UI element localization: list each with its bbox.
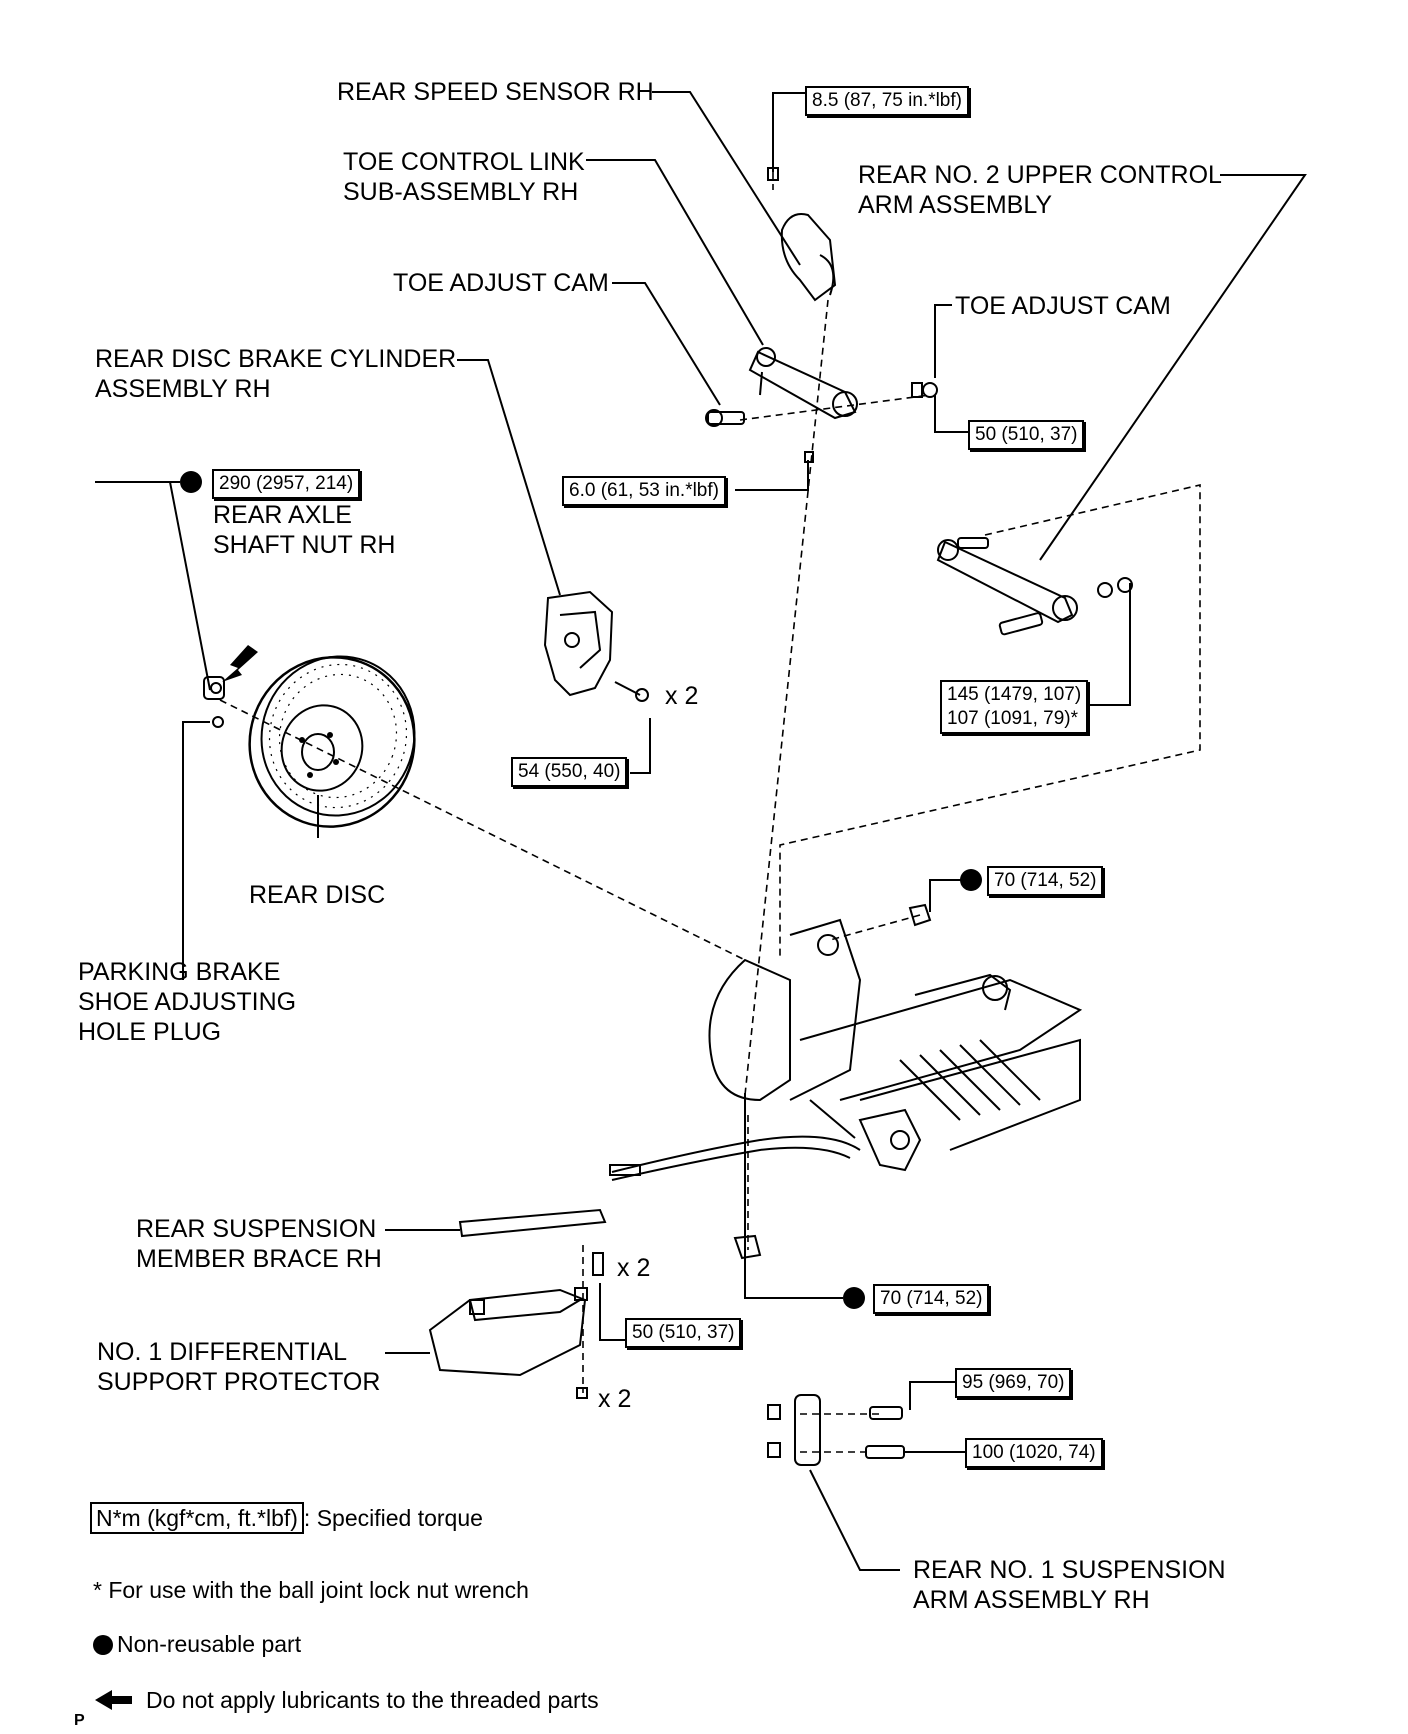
axle-nut-art — [203, 676, 225, 700]
qty-caliper-bolts: x 2 — [665, 682, 699, 710]
knuckle-nut-upper-art — [908, 903, 932, 927]
label-upper-control-arm: REAR NO. 2 UPPER CONTROL ARM ASSEMBLY — [858, 160, 1222, 220]
label-lower-arm-line1: REAR NO. 1 SUSPENSION — [913, 1556, 1226, 1584]
label-brake-cylinder-line1: REAR DISC BRAKE CYLINDER — [95, 345, 457, 373]
leader-axle-nut-a — [95, 481, 211, 691]
lower-arm-art — [767, 1394, 905, 1466]
label-hole-plug-line1: PARKING BRAKE — [78, 958, 281, 986]
torque-knuckle-lower: 70 (714, 52) — [873, 1284, 990, 1314]
legend-non-reusable-dot — [93, 1635, 113, 1655]
legend-non-reusable: Non-reusable part — [93, 1630, 301, 1658]
label-axle-nut-line1: REAR AXLE — [213, 501, 352, 529]
label-hole-plug: PARKING BRAKE SHOE ADJUSTING HOLE PLUG — [78, 957, 296, 1047]
leader-toe-cam-left — [612, 282, 721, 406]
label-diff-protector: NO. 1 DIFFERENTIAL SUPPORT PROTECTOR — [97, 1337, 380, 1397]
qty-protector-bolts: x 2 — [598, 1385, 632, 1413]
torque-lower-arm-b: 100 (1020, 74) — [965, 1438, 1103, 1468]
legend-non-reusable-text: Non-reusable part — [117, 1631, 302, 1657]
knuckle-nut-lower-art — [733, 1234, 762, 1260]
label-toe-control-link: TOE CONTROL LINK SUB-ASSEMBLY RH — [343, 147, 585, 207]
label-member-brace-line1: REAR SUSPENSION — [136, 1215, 377, 1243]
label-lower-arm-line2: ARM ASSEMBLY RH — [913, 1586, 1150, 1614]
label-lower-arm: REAR NO. 1 SUSPENSION ARM ASSEMBLY RH — [913, 1555, 1226, 1615]
leader-speed-sensor — [652, 91, 801, 266]
label-upper-control-arm-line2: ARM ASSEMBLY — [858, 191, 1053, 219]
non-reusable-dot-knuckle-lower — [843, 1287, 865, 1309]
label-hole-plug-line3: HOLE PLUG — [78, 1018, 222, 1046]
legend-arrow-art — [95, 1690, 132, 1710]
leader-plug — [182, 721, 210, 980]
torque-knuckle-upper: 70 (714, 52) — [987, 866, 1104, 896]
label-toe-adjust-cam-left: TOE ADJUST CAM — [393, 269, 609, 297]
diff-protector-art — [428, 1287, 588, 1399]
non-reusable-dot-axle-nut — [180, 471, 202, 493]
knuckle-subframe-art — [609, 918, 1083, 1181]
corner-mark: P — [74, 1712, 85, 1729]
torque-brace-bolt: 50 (510, 37) — [625, 1318, 742, 1348]
label-rear-disc: REAR DISC — [249, 881, 386, 909]
brake-caliper-art — [543, 590, 649, 702]
torque-upper-arm-b: 107 (1091, 79)* — [947, 708, 1078, 729]
label-brake-cylinder: REAR DISC BRAKE CYLINDER ASSEMBLY RH — [95, 344, 456, 404]
label-toe-control-link-line2: SUB-ASSEMBLY RH — [343, 178, 579, 206]
non-reusable-dot-knuckle-upper — [960, 869, 982, 891]
legend-torque-desc: : Specified torque — [303, 1505, 483, 1531]
label-diff-protector-line2: SUPPORT PROTECTOR — [97, 1368, 381, 1396]
member-brace-art — [458, 1208, 607, 1276]
torque-caliper: 54 (550, 40) — [511, 757, 628, 787]
leader-brake-cylinder — [457, 359, 561, 596]
torque-upper-arm-a: 145 (1479, 107) — [947, 684, 1082, 705]
qty-brace-bolts: x 2 — [617, 1254, 651, 1282]
leader-toe-cam-right — [934, 304, 952, 378]
leader-toe-link — [586, 159, 764, 346]
label-member-brace-line2: MEMBER BRACE RH — [136, 1245, 382, 1273]
legend-ball-joint-note: * For use with the ball joint lock nut w… — [93, 1577, 529, 1603]
label-axle-nut: REAR AXLE SHAFT NUT RH — [213, 500, 395, 560]
rear-disc-art — [248, 655, 416, 828]
torque-link-nut: 6.0 (61, 53 in.*lbf) — [562, 476, 726, 506]
label-axle-nut-line2: SHAFT NUT RH — [213, 531, 396, 559]
label-brake-cylinder-line2: ASSEMBLY RH — [95, 375, 271, 403]
label-hole-plug-line2: SHOE ADJUSTING — [78, 988, 297, 1016]
plug-art — [212, 716, 224, 728]
label-upper-control-arm-line1: REAR NO. 2 UPPER CONTROL — [858, 161, 1222, 189]
leader-upper-arm — [1039, 174, 1307, 561]
toe-link-art — [705, 347, 938, 463]
label-diff-protector-line1: NO. 1 DIFFERENTIAL — [97, 1338, 348, 1366]
legend-torque-box: N*m (kgf*cm, ft.*lbf) — [90, 1502, 304, 1534]
legend-no-lubricant: Do not apply lubricants to the threaded … — [146, 1687, 599, 1713]
label-rear-speed-sensor: REAR SPEED SENSOR RH — [337, 78, 654, 106]
torque-lower-arm-a: 95 (969, 70) — [955, 1368, 1072, 1398]
speed-sensor-art — [767, 167, 837, 302]
no-lubricant-arrow-art — [222, 645, 258, 682]
torque-axle-nut: 290 (2957, 214) — [212, 469, 361, 499]
legend-torque: N*m (kgf*cm, ft.*lbf): Specified torque — [90, 1502, 483, 1534]
label-toe-control-link-line1: TOE CONTROL LINK — [343, 148, 585, 176]
label-member-brace: REAR SUSPENSION MEMBER BRACE RH — [136, 1214, 382, 1274]
torque-upper-arm: 145 (1479, 107) 107 (1091, 79)* — [940, 680, 1089, 734]
torque-toe-cam-nut: 50 (510, 37) — [968, 420, 1085, 450]
torque-speed-sensor: 8.5 (87, 75 in.*lbf) — [805, 86, 969, 116]
leader-lower-arm — [809, 1469, 900, 1571]
upper-arm-art — [936, 537, 1133, 636]
label-toe-adjust-cam-right: TOE ADJUST CAM — [955, 292, 1171, 320]
